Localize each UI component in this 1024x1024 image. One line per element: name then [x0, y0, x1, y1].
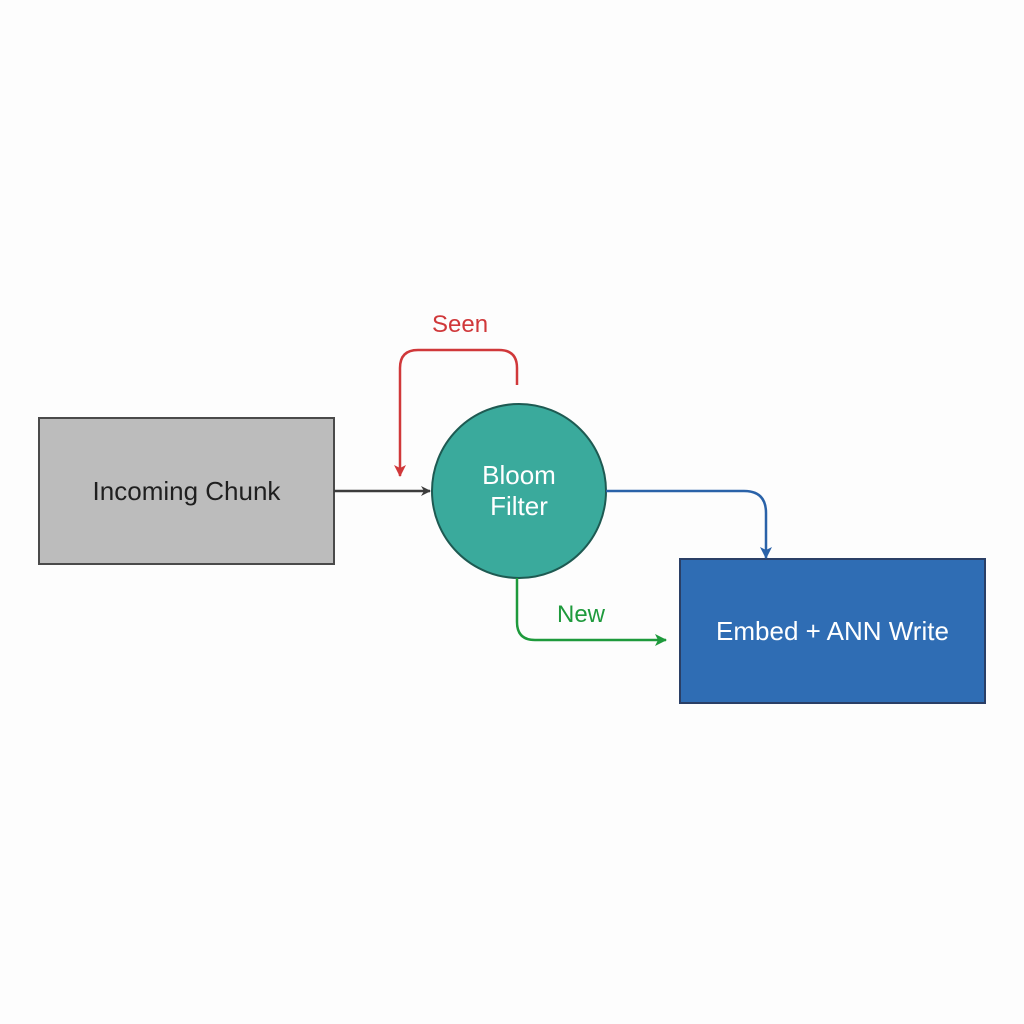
arrow-new [515, 578, 667, 646]
arrow-bloom-to-embed [606, 489, 772, 559]
incoming-chunk-label: Incoming Chunk [92, 475, 281, 506]
incoming-chunk-box [38, 417, 335, 565]
bloom-filter-label: Bloom Filter [482, 460, 556, 521]
new-edge-label: New [557, 601, 606, 628]
embed-ann-write-box [679, 558, 986, 704]
arrow-seen-loop [394, 348, 519, 477]
seen-edge-label: Seen [432, 311, 489, 338]
embed-ann-write-label: Embed + ANN Write [716, 615, 949, 646]
